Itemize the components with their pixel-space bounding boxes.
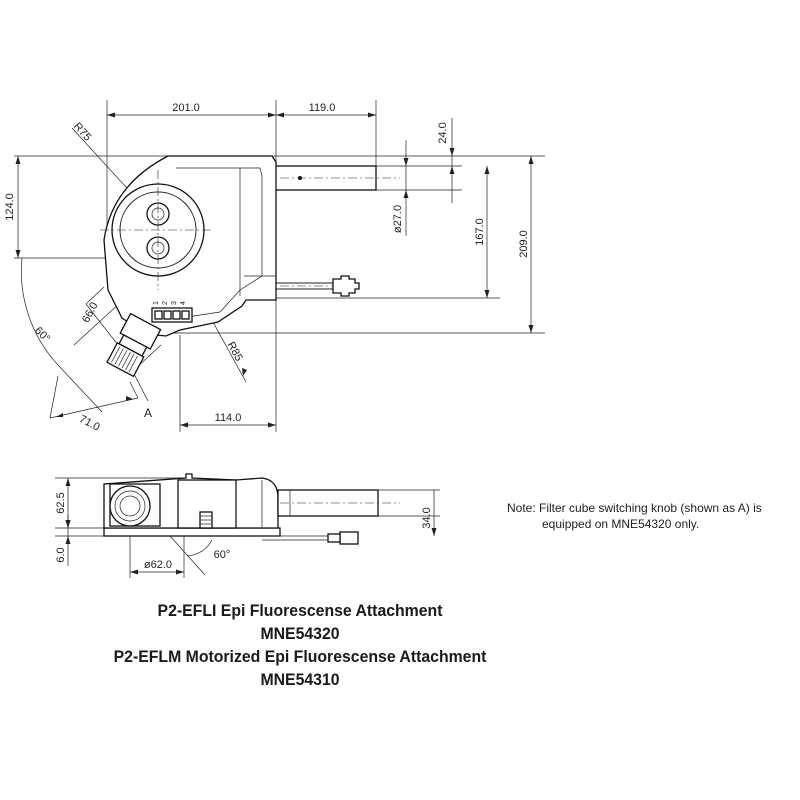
switch-label-2: 2 [162,301,169,305]
title-block: P2-EFLI Epi Fluorescense Attachment MNE5… [77,599,523,691]
switch-label-4: 4 [180,301,187,305]
cable-connector [332,275,360,297]
dim-124: 124.0 [4,193,16,221]
dim-34: 34.0 [421,507,433,528]
switch-label-3: 3 [171,301,178,305]
dim-62-5: 62.5 [55,492,67,513]
title-line-3: P2-EFLM Motorized Epi Fluorescense Attac… [113,647,487,666]
angle-60-side: 60° [214,549,231,561]
dim-dia-27: ø27.0 [392,205,404,233]
side-knob [109,485,151,527]
dim-119: 119.0 [309,102,336,114]
filter-knob-assembly [106,312,162,378]
dim-201: 201.0 [172,102,200,114]
radius-r85: R85 [225,340,245,363]
top-view: 201.0 119.0 24.0 ø27.0 167.0 209.0 124.0… [4,100,545,434]
dim-114: 114.0 [215,412,242,424]
switch-label-1: 1 [153,301,160,305]
title-line-1: P2-EFLI Epi Fluorescense Attachment [157,601,443,620]
side-view: 62.5 6.0 34.0 ø62.0 60° [55,473,440,578]
dim-66: 66.0 [80,300,101,325]
label-a: A [144,406,152,420]
note-line-1: Note: Filter cube switching knob (shown … [507,501,762,515]
radius-r75: R75 [71,120,93,143]
side-cable-connector [339,531,359,545]
dim-24: 24.0 [437,122,449,143]
title-line-2: MNE54320 [260,624,340,643]
dim-6: 6.0 [55,547,67,562]
angle-60-top: 60° [32,325,52,345]
dim-167: 167.0 [474,218,486,246]
dim-209: 209.0 [518,230,530,258]
title-line-4: MNE54310 [260,670,340,689]
note-text: Note: Filter cube switching knob (shown … [507,500,797,532]
dim-71: 71.0 [77,413,102,434]
note-line-2: equipped on MNE54320 only. [542,517,700,531]
base-plate [103,527,281,537]
dim-dia-62: ø62.0 [144,559,172,571]
